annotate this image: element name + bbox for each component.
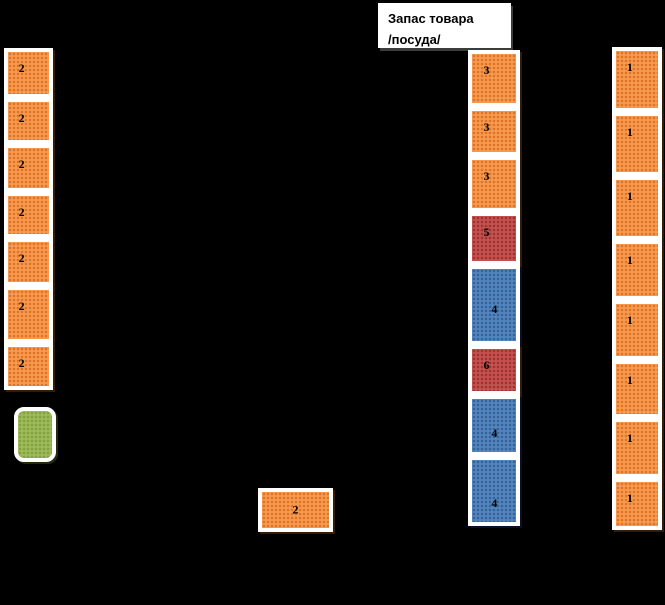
block-value: 6 bbox=[483, 358, 490, 372]
block-value: 2 bbox=[18, 251, 25, 265]
block-value: 1 bbox=[626, 373, 633, 387]
block-value: 2 bbox=[18, 205, 25, 219]
block-left-column-5: 2 bbox=[4, 238, 53, 286]
block-middle-column-3: 3 bbox=[468, 156, 520, 212]
block-value: 2 bbox=[18, 111, 25, 125]
block-value: 2 bbox=[292, 502, 299, 517]
block-value: 2 bbox=[18, 299, 25, 313]
block-right-column-1: 1 bbox=[612, 47, 662, 112]
block-left-column-4: 2 bbox=[4, 192, 53, 238]
block-value: 3 bbox=[483, 169, 490, 183]
block-value: 1 bbox=[626, 313, 633, 327]
block-value: 1 bbox=[626, 125, 633, 139]
block-left-column-6: 2 bbox=[4, 286, 53, 343]
block-value: 5 bbox=[483, 225, 490, 239]
middle-column: 3 3 3 5 4 6 4 4 bbox=[468, 50, 520, 526]
block-middle-column-2: 3 bbox=[468, 107, 520, 156]
block-value: 4 bbox=[491, 496, 498, 510]
block-middle-column-6: 6 bbox=[468, 345, 520, 395]
stock-title-line2: /посуда/ bbox=[388, 32, 441, 47]
block-value: 1 bbox=[626, 60, 633, 74]
bottom-orange-box: 2 bbox=[258, 488, 333, 532]
block-left-column-3: 2 bbox=[4, 144, 53, 192]
block-right-column-8: 1 bbox=[612, 478, 662, 530]
block-left-column-2: 2 bbox=[4, 98, 53, 144]
block-value: 3 bbox=[483, 120, 490, 134]
block-value: 3 bbox=[483, 63, 490, 77]
block-middle-column-7: 4 bbox=[468, 395, 520, 456]
block-value: 4 bbox=[491, 302, 498, 316]
block-value: 2 bbox=[18, 356, 25, 370]
block-value: 1 bbox=[626, 253, 633, 267]
block-right-column-4: 1 bbox=[612, 240, 662, 300]
left-column: 2 2 2 2 2 2 2 bbox=[4, 48, 53, 390]
green-rounded-box bbox=[14, 407, 56, 462]
stock-title-box: Запас товара /посуда/ bbox=[378, 3, 511, 48]
block-value: 1 bbox=[626, 431, 633, 445]
block-value: 4 bbox=[491, 426, 498, 440]
stock-title-line1: Запас товара bbox=[388, 11, 474, 26]
block-value: 2 bbox=[18, 61, 25, 75]
block-right-column-5: 1 bbox=[612, 300, 662, 360]
block-middle-column-5: 4 bbox=[468, 265, 520, 345]
block-left-column-1: 2 bbox=[4, 48, 53, 98]
block-right-column-3: 1 bbox=[612, 176, 662, 240]
block-value: 2 bbox=[18, 157, 25, 171]
block-value: 1 bbox=[626, 491, 633, 505]
block-right-column-2: 1 bbox=[612, 112, 662, 176]
block-right-column-7: 1 bbox=[612, 418, 662, 478]
block-left-column-7: 2 bbox=[4, 343, 53, 390]
block-middle-column-4: 5 bbox=[468, 212, 520, 265]
block-right-column-6: 1 bbox=[612, 360, 662, 418]
right-column: 1 1 1 1 1 1 1 1 bbox=[612, 47, 662, 530]
block-middle-column-1: 3 bbox=[468, 50, 520, 107]
block-value: 1 bbox=[626, 189, 633, 203]
block-middle-column-8: 4 bbox=[468, 456, 520, 526]
